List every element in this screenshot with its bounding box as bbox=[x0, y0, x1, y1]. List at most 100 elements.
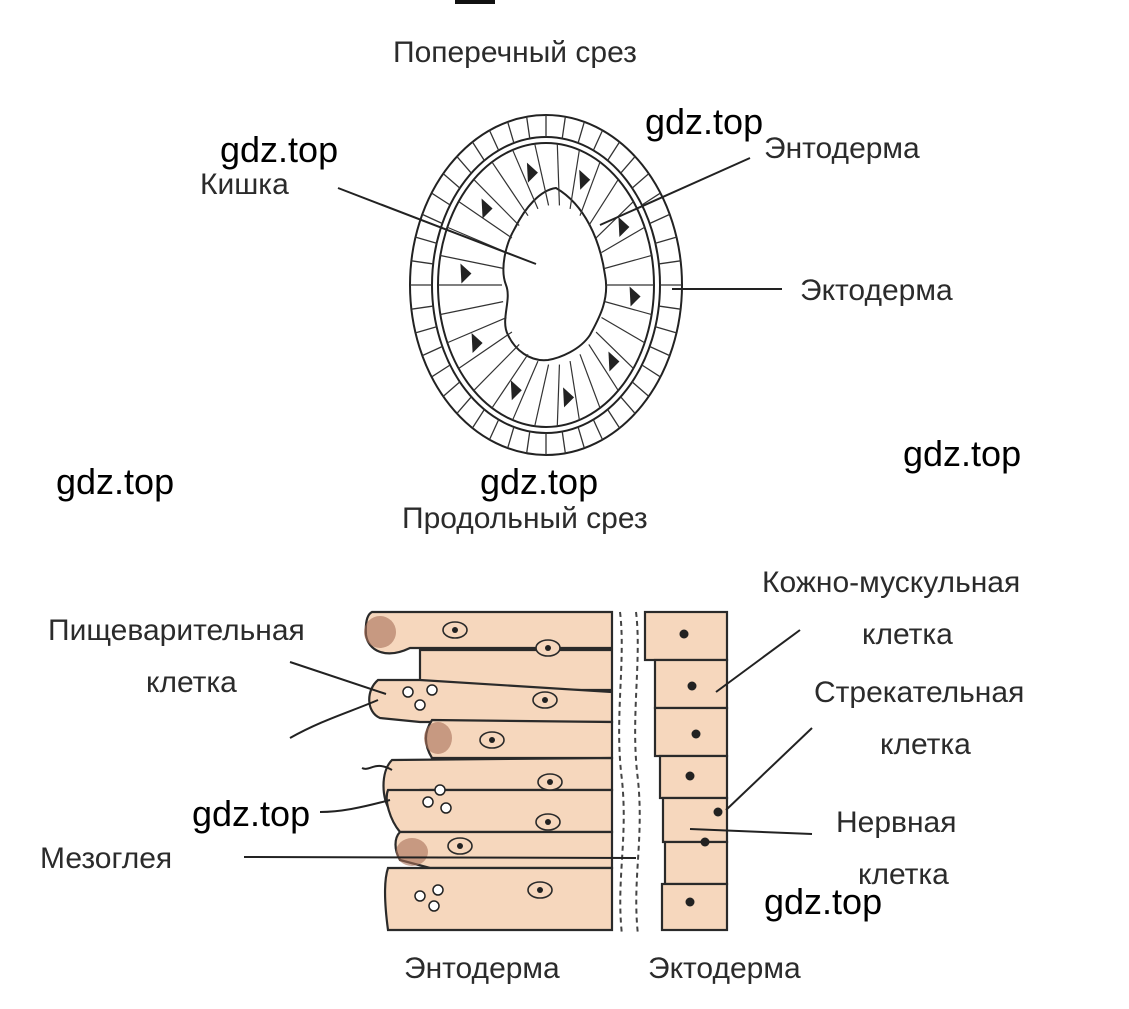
ectoderm-cell-wall bbox=[456, 396, 472, 414]
longitudinal-section-title: Продольный срез bbox=[402, 502, 648, 535]
mesoglea-label: Мезоглея bbox=[40, 842, 172, 875]
stinging-cell-label-1: Стрекательная bbox=[814, 676, 1024, 709]
endoderm-cell-wall bbox=[604, 301, 652, 316]
ectoderm-cell-wall bbox=[577, 426, 585, 449]
ectoderm-cell-wall bbox=[631, 173, 650, 189]
ectoderm-cell bbox=[660, 882, 729, 932]
ectoderm-cell-wall bbox=[658, 260, 681, 265]
endoderm-cell-wall bbox=[579, 354, 601, 409]
ectoderm-cell-wall bbox=[456, 156, 472, 174]
ectoderm-cell-wall bbox=[607, 141, 621, 161]
ectoderm-cell-wall bbox=[620, 156, 636, 174]
ectoderm-cell-wall bbox=[422, 213, 443, 225]
endoderm-nucleus bbox=[481, 198, 493, 219]
endoderm-cell-wall bbox=[595, 331, 634, 369]
endoderm-cells bbox=[438, 143, 654, 427]
endoderm-cell-wall bbox=[569, 149, 580, 210]
skin-muscle-leader bbox=[715, 629, 801, 693]
endoderm-cell-wall bbox=[458, 201, 513, 239]
ectoderm-cell-wall bbox=[488, 130, 500, 151]
cell-nucleus bbox=[713, 807, 723, 817]
secretory-granules bbox=[396, 838, 428, 866]
gut-label: Кишка bbox=[200, 168, 289, 201]
endoderm-cell-wall bbox=[458, 331, 513, 369]
food-vacuole bbox=[428, 900, 440, 912]
ectoderm-label-long: Эктодерма bbox=[648, 952, 801, 985]
food-vacuole bbox=[434, 784, 446, 796]
endoderm-cell-wall bbox=[588, 344, 619, 391]
longitudinal-section-figure bbox=[289, 610, 729, 936]
ectoderm-cells bbox=[410, 115, 682, 455]
nerve-cell-label-2: клетка bbox=[858, 858, 949, 891]
endoderm-cell-wall bbox=[491, 353, 529, 409]
ectoderm-cell-wall bbox=[658, 305, 681, 310]
digestive-cell bbox=[383, 866, 614, 932]
digestive-cell bbox=[394, 830, 614, 870]
nerve-cell-leader bbox=[689, 828, 813, 835]
flagellum bbox=[289, 699, 379, 739]
digestive-cell bbox=[364, 610, 614, 655]
nucleolus bbox=[547, 779, 553, 785]
ectoderm-cell-wall bbox=[561, 116, 566, 139]
nucleolus bbox=[545, 645, 551, 651]
watermark: gdz.top bbox=[56, 461, 174, 502]
stinging-cell-leader bbox=[725, 727, 813, 811]
nerve-cell-label-1: Нервная bbox=[836, 806, 956, 839]
ectoderm-cell-wall bbox=[431, 364, 451, 378]
ectoderm-cell-wall bbox=[607, 409, 621, 429]
endoderm-cell-wall bbox=[473, 179, 520, 226]
food-vacuole bbox=[402, 686, 414, 698]
endoderm-cell-wall bbox=[534, 364, 550, 427]
ectoderm-cell-wall bbox=[471, 141, 485, 161]
skin-muscle-label-1: Кожно-мускульная bbox=[762, 566, 1020, 599]
endoderm-nucleus bbox=[510, 380, 522, 401]
endoderm-cell-wall bbox=[534, 143, 550, 206]
nucleolus bbox=[537, 887, 543, 893]
flagellum bbox=[361, 765, 393, 771]
watermark: gdz.top bbox=[645, 101, 763, 142]
ectoderm-cell-wall bbox=[620, 396, 636, 414]
cell-nucleus bbox=[685, 771, 695, 781]
top-clip-mark bbox=[455, 0, 495, 4]
ectoderm-cell bbox=[653, 706, 729, 758]
endoderm-cell-wall bbox=[604, 254, 652, 269]
watermark: gdz.top bbox=[220, 129, 338, 170]
cross-section-title: Поперечный срез bbox=[393, 36, 637, 69]
ectoderm-cell-wall bbox=[655, 236, 677, 244]
cell-nucleus bbox=[691, 729, 701, 739]
ectoderm-cell-wall bbox=[641, 192, 661, 206]
endoderm-nucleus bbox=[563, 387, 575, 408]
ectoderm-tissue bbox=[643, 610, 729, 932]
endoderm-leader-cross bbox=[599, 157, 751, 226]
watermark: gdz.top bbox=[764, 881, 882, 922]
food-vacuole bbox=[426, 684, 438, 696]
ectoderm-cell-wall bbox=[561, 431, 566, 454]
cell-nucleus bbox=[700, 837, 710, 847]
ectoderm-label-cross: Эктодерма bbox=[800, 274, 953, 307]
cell-nucleus bbox=[685, 897, 695, 907]
digestive-cell-leader bbox=[289, 661, 387, 695]
digestive-cell bbox=[385, 788, 614, 834]
endoderm-cell-wall bbox=[601, 226, 645, 253]
digestive-cell bbox=[424, 718, 614, 760]
ectoderm-cell-wall bbox=[411, 260, 434, 265]
endoderm-label-long: Энтодерма bbox=[404, 952, 560, 985]
nucleolus bbox=[452, 627, 458, 633]
flagellum bbox=[319, 799, 391, 813]
endoderm-cell-wall bbox=[473, 344, 520, 391]
stinging-cell bbox=[661, 796, 729, 844]
ectoderm-cell-wall bbox=[649, 345, 670, 357]
ectoderm-cell-wall bbox=[471, 409, 485, 429]
ectoderm-cell-wall bbox=[415, 326, 437, 334]
endoderm-label-cross: Энтодерма bbox=[764, 132, 920, 165]
cell-nucleus bbox=[687, 681, 697, 691]
endoderm-cell-wall bbox=[556, 143, 561, 206]
nucleolus bbox=[542, 697, 548, 703]
ectoderm-cell-wall bbox=[655, 326, 677, 334]
cell-nucleus bbox=[679, 629, 689, 639]
ectoderm-nuclei bbox=[679, 629, 723, 907]
endoderm-nuclei bbox=[402, 621, 563, 912]
ectoderm-cell-wall bbox=[507, 121, 515, 144]
endoderm-cell-wall bbox=[556, 364, 561, 427]
